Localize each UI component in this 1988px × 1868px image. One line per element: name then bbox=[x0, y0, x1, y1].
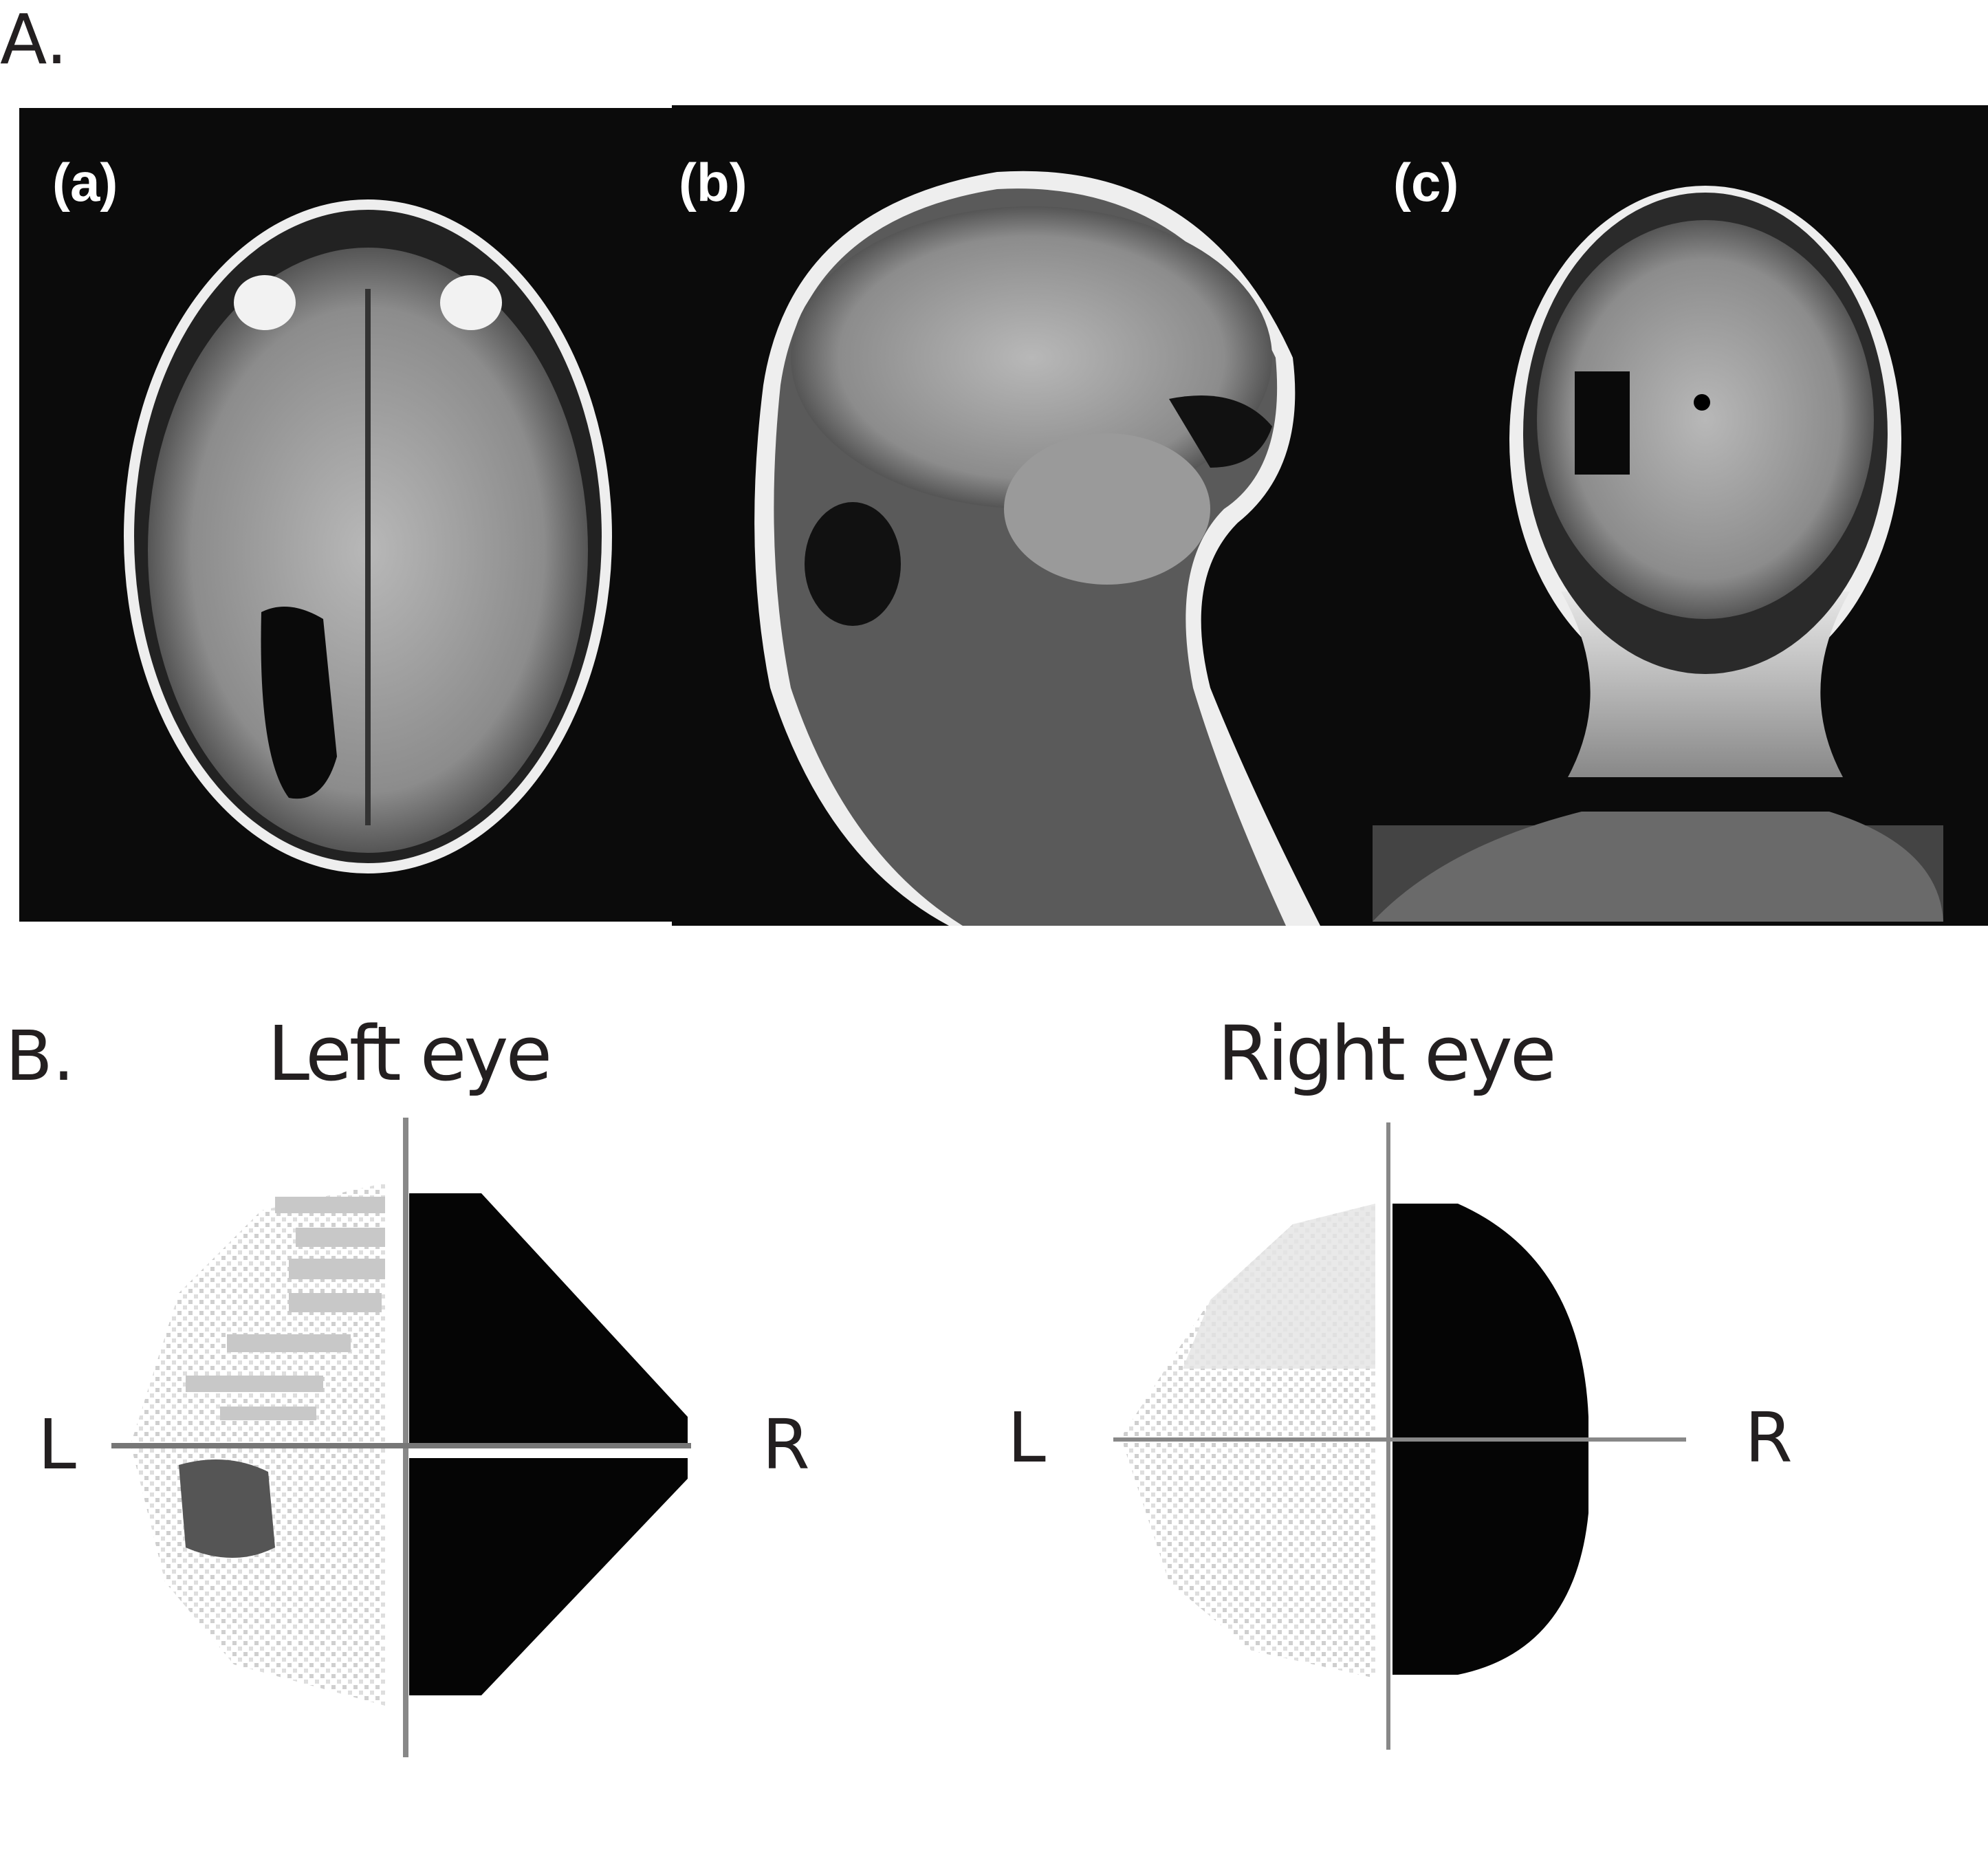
lesion bbox=[261, 607, 337, 799]
panel-a-label: (a) bbox=[52, 152, 118, 213]
right-eye-visual-field: L R bbox=[1007, 1122, 1793, 1750]
scotoma bbox=[179, 1459, 275, 1558]
mri-coronal-panel: (c) bbox=[1373, 152, 1943, 922]
panel-b-label: (b) bbox=[679, 152, 747, 213]
right-eye-l-label: L bbox=[1007, 1398, 1046, 1478]
mri-axial-panel: (a) bbox=[19, 108, 673, 922]
left-eye-title: Left eye bbox=[267, 1010, 549, 1098]
left-eye-l-label: L bbox=[38, 1404, 76, 1485]
section-a-label: A. bbox=[0, 0, 67, 80]
lesion bbox=[1575, 371, 1630, 475]
panel-c-label: (c) bbox=[1393, 152, 1459, 213]
left-eye-r-label: R bbox=[762, 1404, 809, 1485]
left-eye-visual-field: L R bbox=[38, 1118, 810, 1757]
right-eye-r-label: R bbox=[1745, 1398, 1792, 1478]
section-b-label: B. bbox=[6, 1016, 74, 1096]
right-eye-title: Right eye bbox=[1217, 1010, 1553, 1098]
